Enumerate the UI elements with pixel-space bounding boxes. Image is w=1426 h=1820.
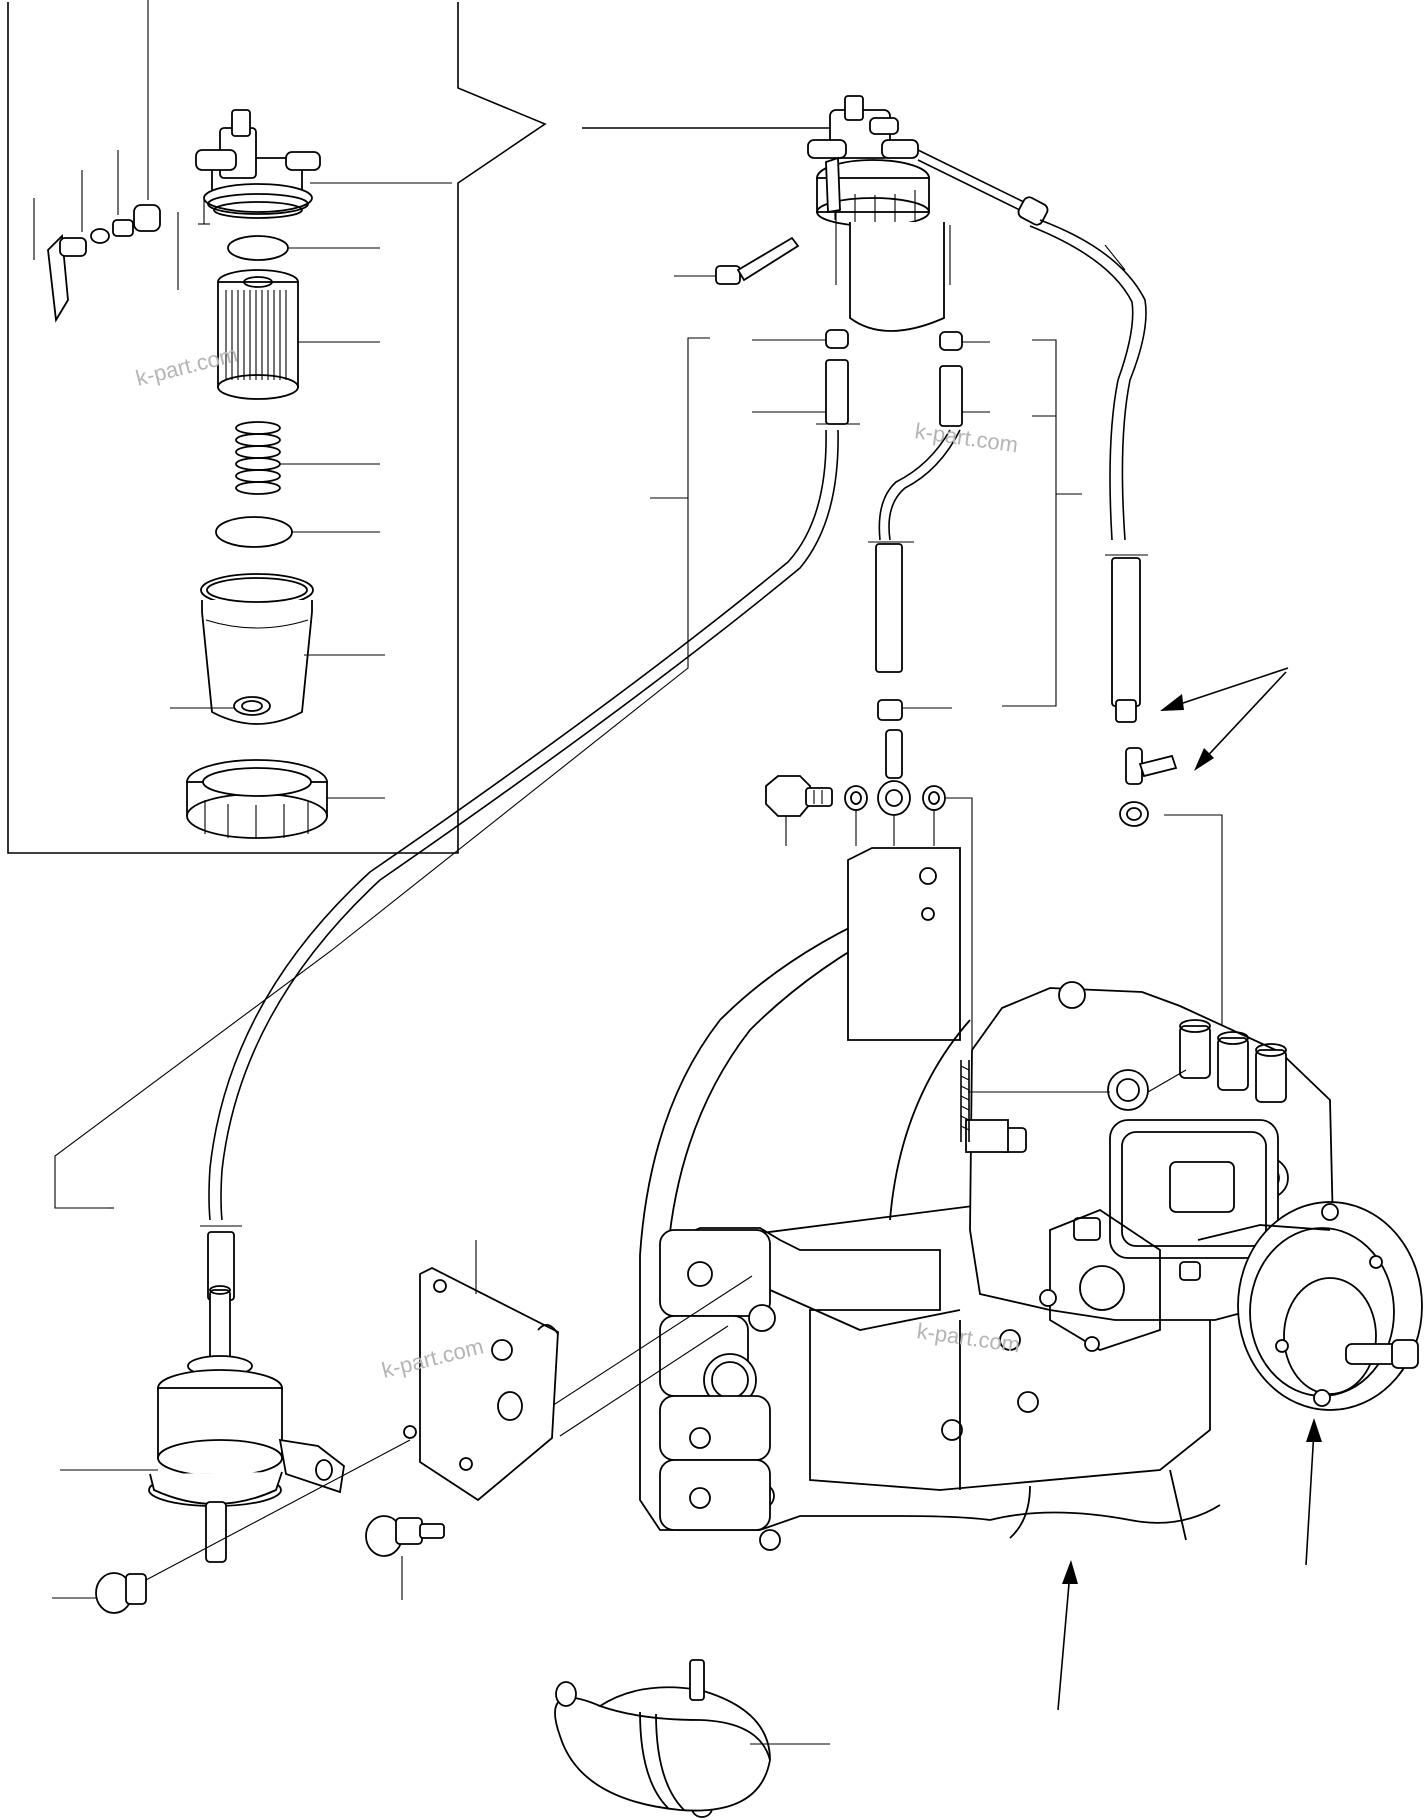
filter-head-detail: [195, 109, 321, 225]
filter-detail-inset: [7, 2, 840, 854]
return-hose-upper: [1017, 196, 1148, 723]
main-fuel-filter: [807, 95, 1031, 332]
stop-solenoid: [554, 1659, 830, 1818]
fuel-feed-pump: [60, 1285, 345, 1563]
retaining-ring-nut: [186, 759, 385, 839]
mounting-bracket: [403, 1240, 729, 1502]
banjo-assembly-center: [765, 729, 973, 1060]
filter-mounting-bolt: [674, 236, 800, 285]
filter-bowl: [170, 573, 385, 725]
leader-arrows: [1057, 667, 1322, 1711]
filter-spring: [235, 421, 380, 495]
filter-element: [217, 269, 380, 400]
feed-pump-bolts: [52, 1439, 445, 1614]
drain-cock-parts: [33, 0, 179, 323]
watermark-text: k-part.com: [913, 418, 1019, 457]
o-ring-lower: [215, 516, 380, 548]
banjo-fitting-right: [1119, 747, 1223, 1090]
grouping-brackets: [54, 337, 1082, 1209]
o-ring-upper: [227, 235, 380, 261]
injection-pump: [960, 981, 1423, 1411]
